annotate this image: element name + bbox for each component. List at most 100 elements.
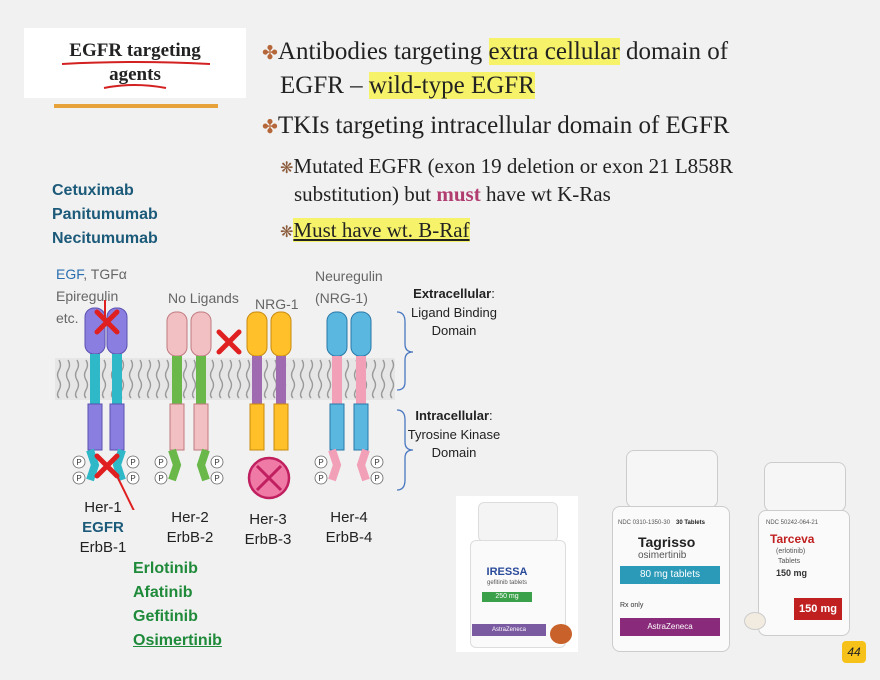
lipid-icon — [128, 359, 134, 399]
phospho-circle-icon — [126, 471, 140, 485]
lipid-icon — [299, 359, 305, 399]
lipid-icon — [317, 359, 323, 399]
sub-bullet-braf: ❋Must have wt. B-Raf — [280, 218, 470, 242]
phospho-circle-icon — [314, 471, 328, 485]
lipid-icon — [182, 359, 188, 399]
tki-4: Osimertinib — [133, 632, 222, 649]
lipid-icon — [245, 359, 251, 399]
block-x-icons — [94, 309, 242, 479]
phospho-label: P — [374, 474, 379, 483]
phospho-label: P — [214, 458, 219, 467]
receptor-label-her2: Her-2 ErbB-2 — [166, 509, 214, 546]
sub-bullet-mutated-line2: substitution) but must have wt K-Ras — [294, 182, 611, 206]
tarceva-cap — [764, 462, 846, 512]
lipid-icon — [236, 359, 242, 399]
page-number: 44 — [842, 641, 866, 663]
phospho-label: P — [76, 474, 81, 483]
ligand-nrg1-paren: (NRG-1) — [315, 290, 368, 306]
receptor-her4 — [326, 311, 372, 482]
tki-1: Erlotinib — [133, 560, 198, 577]
lipid-icon — [137, 359, 143, 399]
phospho-label: P — [158, 458, 163, 467]
phospho-circle-icon — [370, 471, 384, 485]
phospho-circle-icon — [72, 471, 86, 485]
iressa-cap — [478, 502, 558, 542]
phospho-circle-icon — [370, 455, 384, 469]
phospho-circle-icon — [126, 455, 140, 469]
receptor-label-her1: Her-1 EGFR ErbB-1 — [79, 499, 127, 556]
lipid-icon — [290, 359, 296, 399]
lipid-icon — [74, 359, 80, 399]
receptor-her2 — [166, 311, 212, 482]
highlight-wild-type: wild-type EGFR — [368, 72, 535, 99]
lipid-icon — [227, 359, 233, 399]
phospho-label: P — [374, 458, 379, 467]
lipid-icon — [263, 359, 269, 399]
quatrefoil-bullet-icon: ✤ — [262, 43, 278, 64]
receptor-her3 — [246, 311, 292, 500]
phospho-label: P — [214, 474, 219, 483]
phospho-label: P — [158, 474, 163, 483]
antibody-1: Cetuximab — [52, 182, 134, 199]
lipid-icon — [371, 359, 377, 399]
title-underline-ink — [61, 61, 211, 89]
title-accent-bar — [54, 104, 218, 108]
ligand-nrg1: NRG-1 — [255, 296, 299, 312]
receptor-her1 — [84, 307, 128, 482]
ligand-etc: etc. — [56, 310, 79, 326]
lipid-icon — [56, 359, 62, 399]
bullet-antibodies: ✤Antibodies targeting extra cellular dom… — [262, 38, 729, 65]
cell-membrane — [55, 358, 395, 400]
tagrisso-cap — [626, 450, 718, 508]
lipid-icon — [344, 359, 350, 399]
phospho-circle-icon — [154, 471, 168, 485]
tki-3: Gefitinib — [133, 608, 198, 625]
lipid-icon — [326, 359, 332, 399]
lipid-icon — [155, 359, 161, 399]
title-line-1: EGFR targeting — [69, 40, 201, 61]
lipid-icon — [308, 359, 314, 399]
lipid-icon — [65, 359, 71, 399]
antibody-2: Panitumumab — [52, 206, 158, 223]
phospho-circle-icon — [72, 455, 86, 469]
asterisk-bullet-icon: ❋ — [280, 160, 294, 177]
tki-2: Afatinib — [133, 584, 193, 601]
highlight-extra-cellular: extra cellular — [488, 38, 620, 65]
lipid-icon — [164, 359, 170, 399]
product-tarceva: NDC 50242-064-21 Tarceva (erlotinib) Tab… — [740, 462, 850, 636]
lipid-icon — [83, 359, 89, 399]
ligand-egf: EGF, TGFα — [56, 266, 127, 282]
lipid-icon — [380, 359, 386, 399]
tki-pointer-line — [116, 475, 135, 510]
phospho-circle-icon — [314, 455, 328, 469]
phospho-circle-icon — [210, 455, 224, 469]
iressa-pill — [550, 624, 572, 644]
phospho-label: P — [318, 458, 323, 467]
antibody-3: Necitumumab — [52, 230, 158, 247]
intracellular-label: Intracellular: Tyrosine Kinase Domain — [407, 408, 501, 460]
lipid-icon — [209, 359, 215, 399]
quatrefoil-bullet-icon: ✤ — [262, 117, 278, 138]
extracellular-brace — [396, 311, 414, 391]
asterisk-bullet-icon: ❋ — [280, 224, 294, 241]
title-box: EGFR targeting agents — [24, 28, 246, 98]
product-tagrisso: NDC 0310-1350-30 30 Tablets Tagrisso osi… — [608, 450, 732, 652]
product-iressa: IRESSA gefitinib tablets 250 mg AstraZen… — [456, 496, 578, 652]
intracellular-brace — [396, 409, 414, 491]
lipid-icon — [191, 359, 197, 399]
lipid-icon — [389, 359, 395, 399]
phospho-label: P — [130, 474, 135, 483]
lipid-icon — [101, 359, 107, 399]
ligand-none: No Ligands — [168, 290, 239, 306]
ligand-epiregulin: Epiregulin — [56, 288, 119, 304]
receptor-label-her3: Her-3 ErbB-3 — [244, 511, 292, 548]
ligand-neuregulin: Neuregulin — [315, 268, 383, 284]
lipid-icon — [218, 359, 224, 399]
tarceva-pill — [744, 612, 766, 630]
extracellular-label: Extracellular: Ligand Binding Domain — [410, 286, 498, 338]
receptor-label-her4: Her-4 ErbB-4 — [325, 509, 373, 546]
phospho-label: P — [318, 474, 323, 483]
phospho-label: P — [130, 458, 135, 467]
